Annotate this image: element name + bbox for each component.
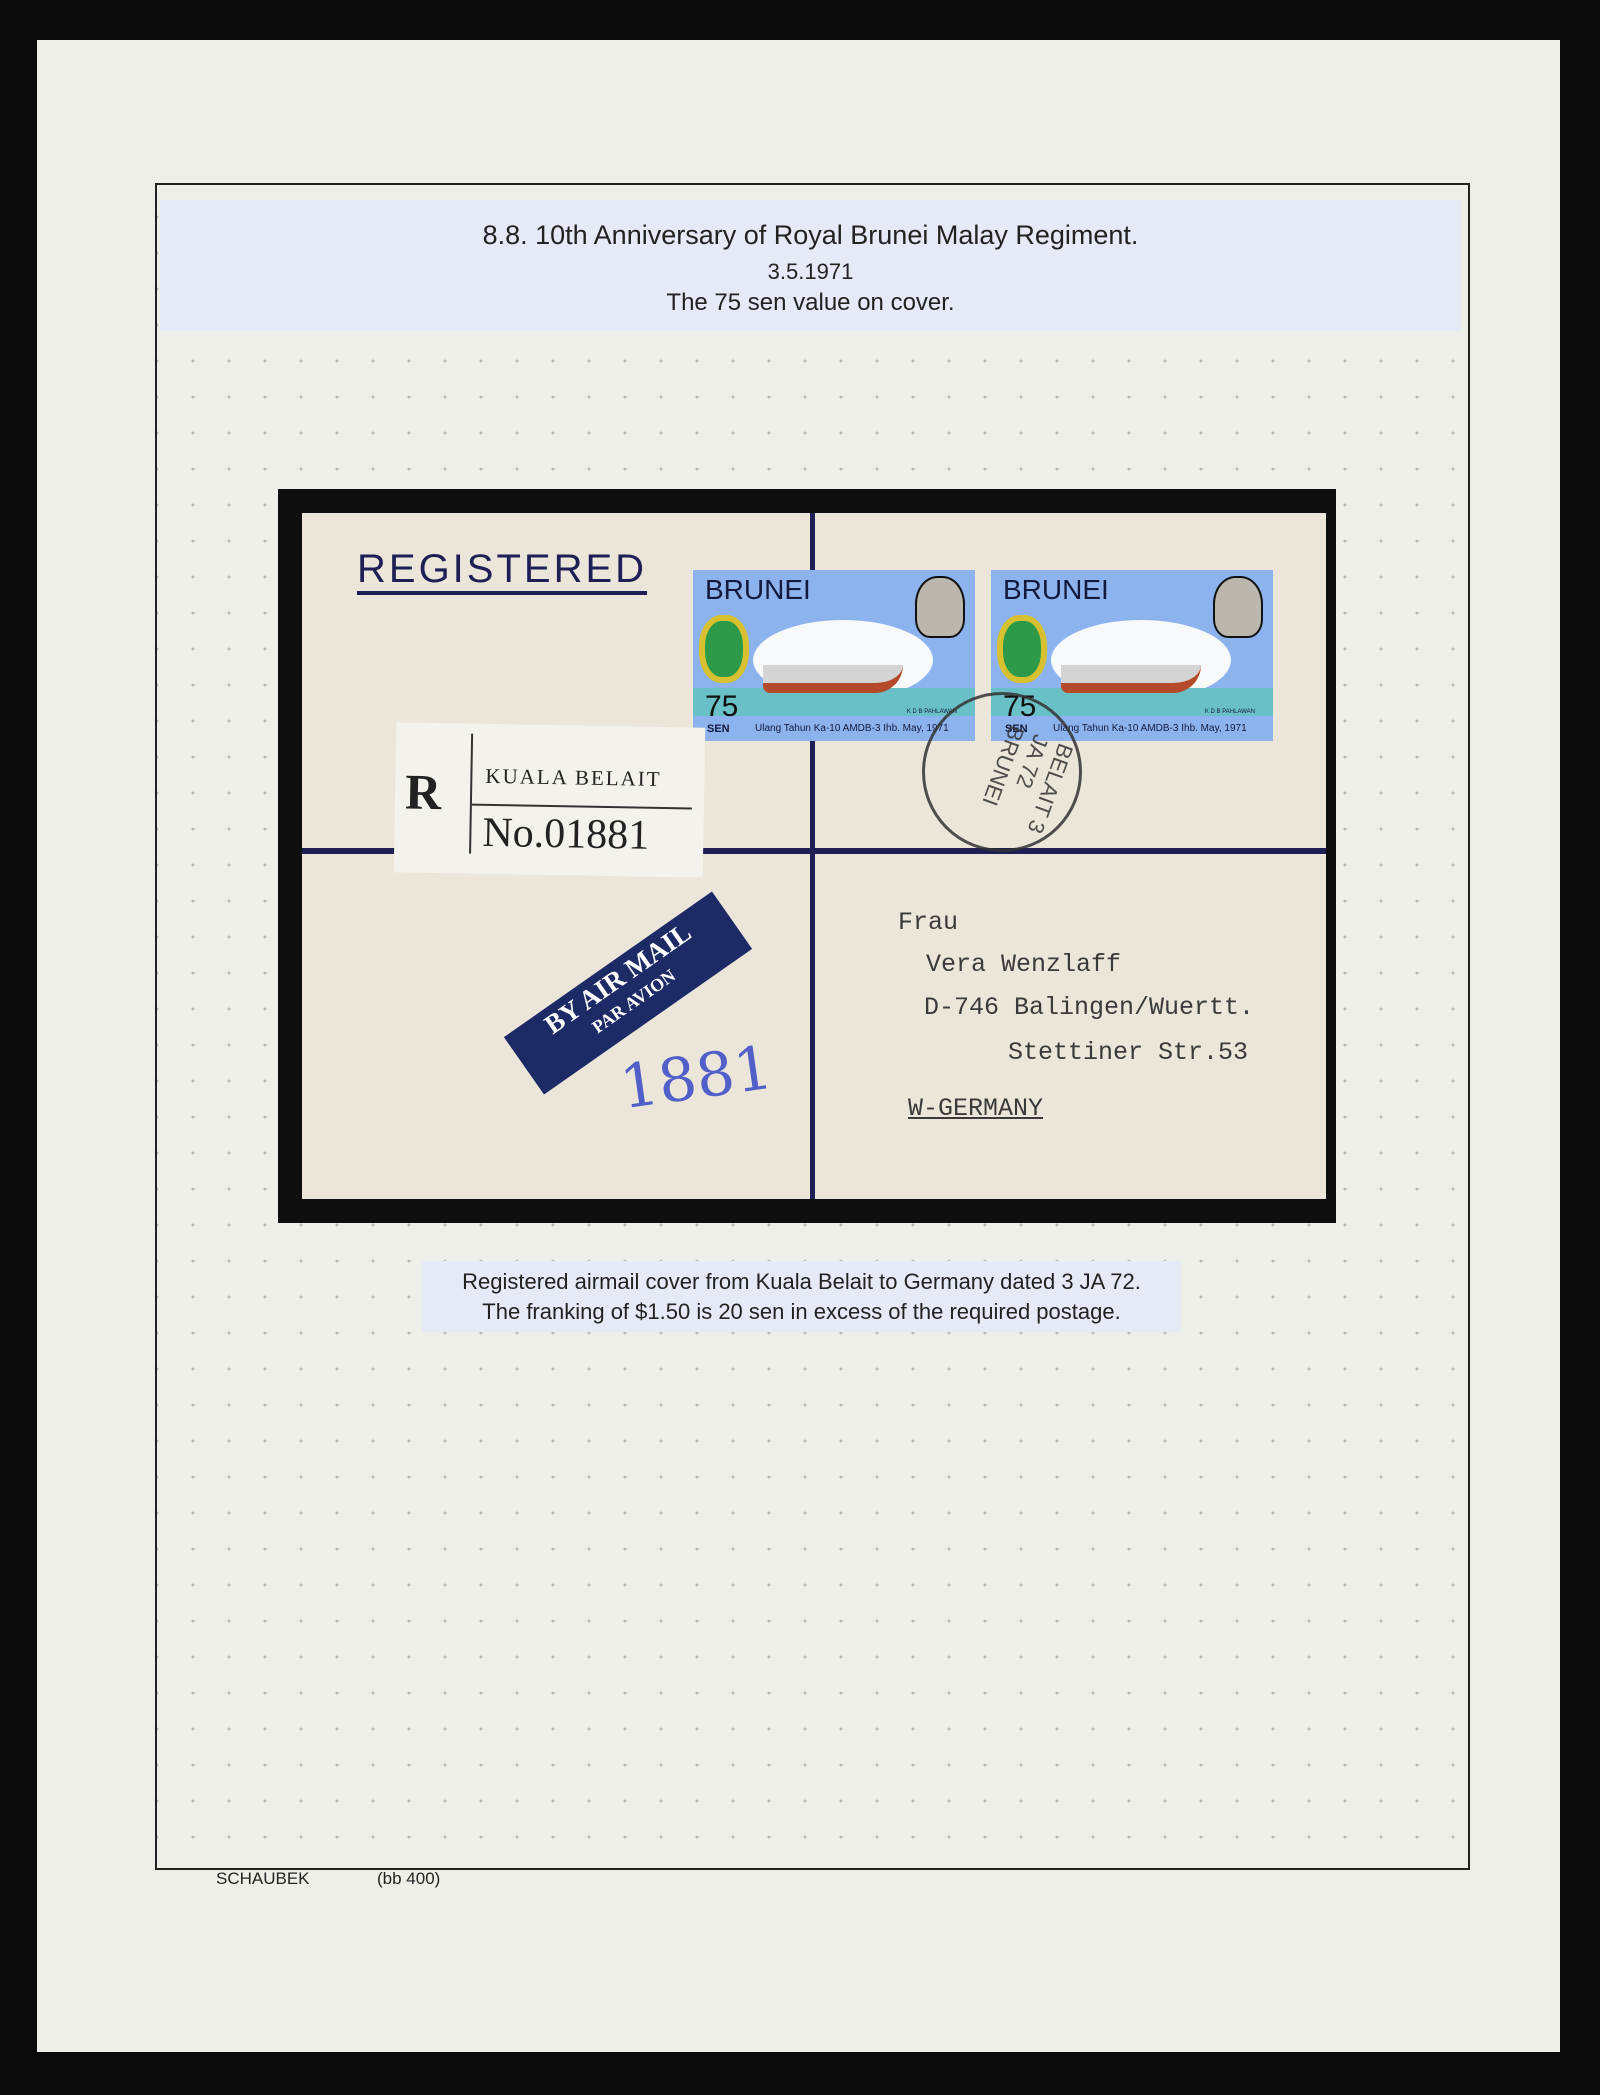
address-line: Vera Wenzlaff: [926, 950, 1122, 979]
patrol-boat-image: [1061, 665, 1201, 693]
page-title: 8.8. 10th Anniversary of Royal Brunei Ma…: [482, 220, 1139, 250]
stamp: BRUNEI 75 SEN K D B PAHLAWAN Ulang Tahun…: [693, 570, 975, 741]
postmark: BELAIT 3 JA 72 BRUNEI: [922, 692, 1082, 852]
portrait-image: [915, 576, 965, 638]
publisher-name: SCHAUBEK: [216, 1869, 310, 1888]
registration-letter: R: [404, 763, 442, 821]
portrait-image: [1213, 576, 1263, 638]
registration-town: KUALA BELAIT: [485, 763, 662, 791]
caption-line1: Registered airmail cover from Kuala Bela…: [462, 1269, 1141, 1294]
issue-date: 3.5.1971: [767, 259, 854, 284]
stamp-legend: Ulang Tahun Ka-10 AMDB-3 Ihb. May, 1971: [755, 723, 949, 734]
stamp-unit: SEN: [707, 723, 730, 735]
cover-caption: Registered airmail cover from Kuala Bela…: [422, 1261, 1181, 1332]
registration-cross-vertical: [810, 513, 815, 1199]
stamp: BRUNEI 75 SEN K D B PAHLAWAN Ulang Tahun…: [991, 570, 1273, 741]
stamp-ship-name: K D B PAHLAWAN: [906, 709, 957, 715]
stamp-country: BRUNEI: [705, 574, 811, 605]
address-line: D-746 Balingen/Wuertt.: [924, 993, 1255, 1022]
address-line: W-GERMANY: [908, 1094, 1044, 1123]
stamp-country: BRUNEI: [1003, 574, 1109, 605]
stamp-value: 75: [705, 690, 739, 723]
stamp-ship-name: K D B PAHLAWAN: [1204, 709, 1255, 715]
page-code: (bb 400): [377, 1869, 441, 1888]
stamp-legend: Ulang Tahun Ka-10 AMDB-3 Ihb. May, 1971: [1053, 723, 1247, 734]
postmark-text: BELAIT 3 JA 72 BRUNEI: [977, 722, 1079, 837]
registration-label: R KUALA BELAIT No.01881: [393, 722, 706, 878]
regiment-crest-icon: [699, 615, 749, 683]
registration-number: No.01881: [482, 809, 650, 859]
patrol-boat-image: [763, 665, 903, 693]
registered-cover: REGISTERED BRUNEI 75 SEN K D B PAHLAWAN …: [302, 513, 1326, 1199]
address-line: Frau: [898, 908, 959, 937]
header-band: 8.8. 10th Anniversary of Royal Brunei Ma…: [160, 200, 1461, 331]
regiment-crest-icon: [997, 615, 1047, 683]
caption-line2: The franking of $1.50 is 20 sen in exces…: [482, 1299, 1121, 1324]
registered-heading: REGISTERED: [357, 547, 648, 595]
address-line: Stettiner Str.53: [1008, 1038, 1249, 1067]
airmail-line1: BY AIR MAIL: [538, 916, 697, 1040]
page-subtitle: The 75 sen value on cover.: [666, 289, 955, 316]
handwritten-number: 1881: [615, 1032, 777, 1124]
registration-cross-horizontal: [302, 848, 1326, 854]
